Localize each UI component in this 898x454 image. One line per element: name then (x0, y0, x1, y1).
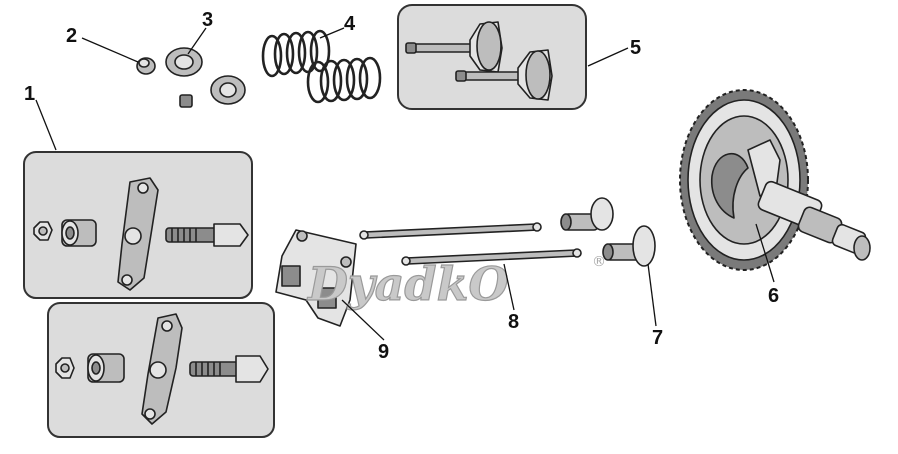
rocker-arm-box-upper (23, 151, 253, 299)
callout-8: 8 (508, 311, 519, 333)
callout-9: 9 (378, 341, 389, 363)
callout-2: 2 (66, 25, 77, 47)
leader-lines (35, 27, 775, 341)
part-9-rocker-plate (275, 229, 357, 327)
rocker-arm-box-lower (47, 302, 275, 438)
watermark-text: DyadkO (306, 257, 509, 311)
part-7-tappets (560, 197, 656, 267)
callout-1: 1 (24, 83, 35, 105)
watermark: DyadkO ® (305, 254, 606, 312)
watermark-registered-mark: ® (592, 254, 606, 270)
part-4-valve-springs (261, 29, 382, 104)
part-2-valve-cap (136, 57, 156, 75)
callout-4: 4 (344, 13, 356, 35)
part-6-camshaft-gear (679, 89, 871, 271)
callout-7: 7 (652, 327, 663, 349)
part-8-push-rods (359, 222, 582, 266)
callout-3: 3 (202, 9, 213, 31)
callout-labels: 1 2 3 4 5 6 7 8 9 (24, 9, 779, 363)
part-5-valves-box (397, 4, 587, 110)
part-3-spring-retainers (165, 47, 246, 108)
callout-5: 5 (630, 37, 641, 59)
callout-6: 6 (768, 285, 779, 307)
